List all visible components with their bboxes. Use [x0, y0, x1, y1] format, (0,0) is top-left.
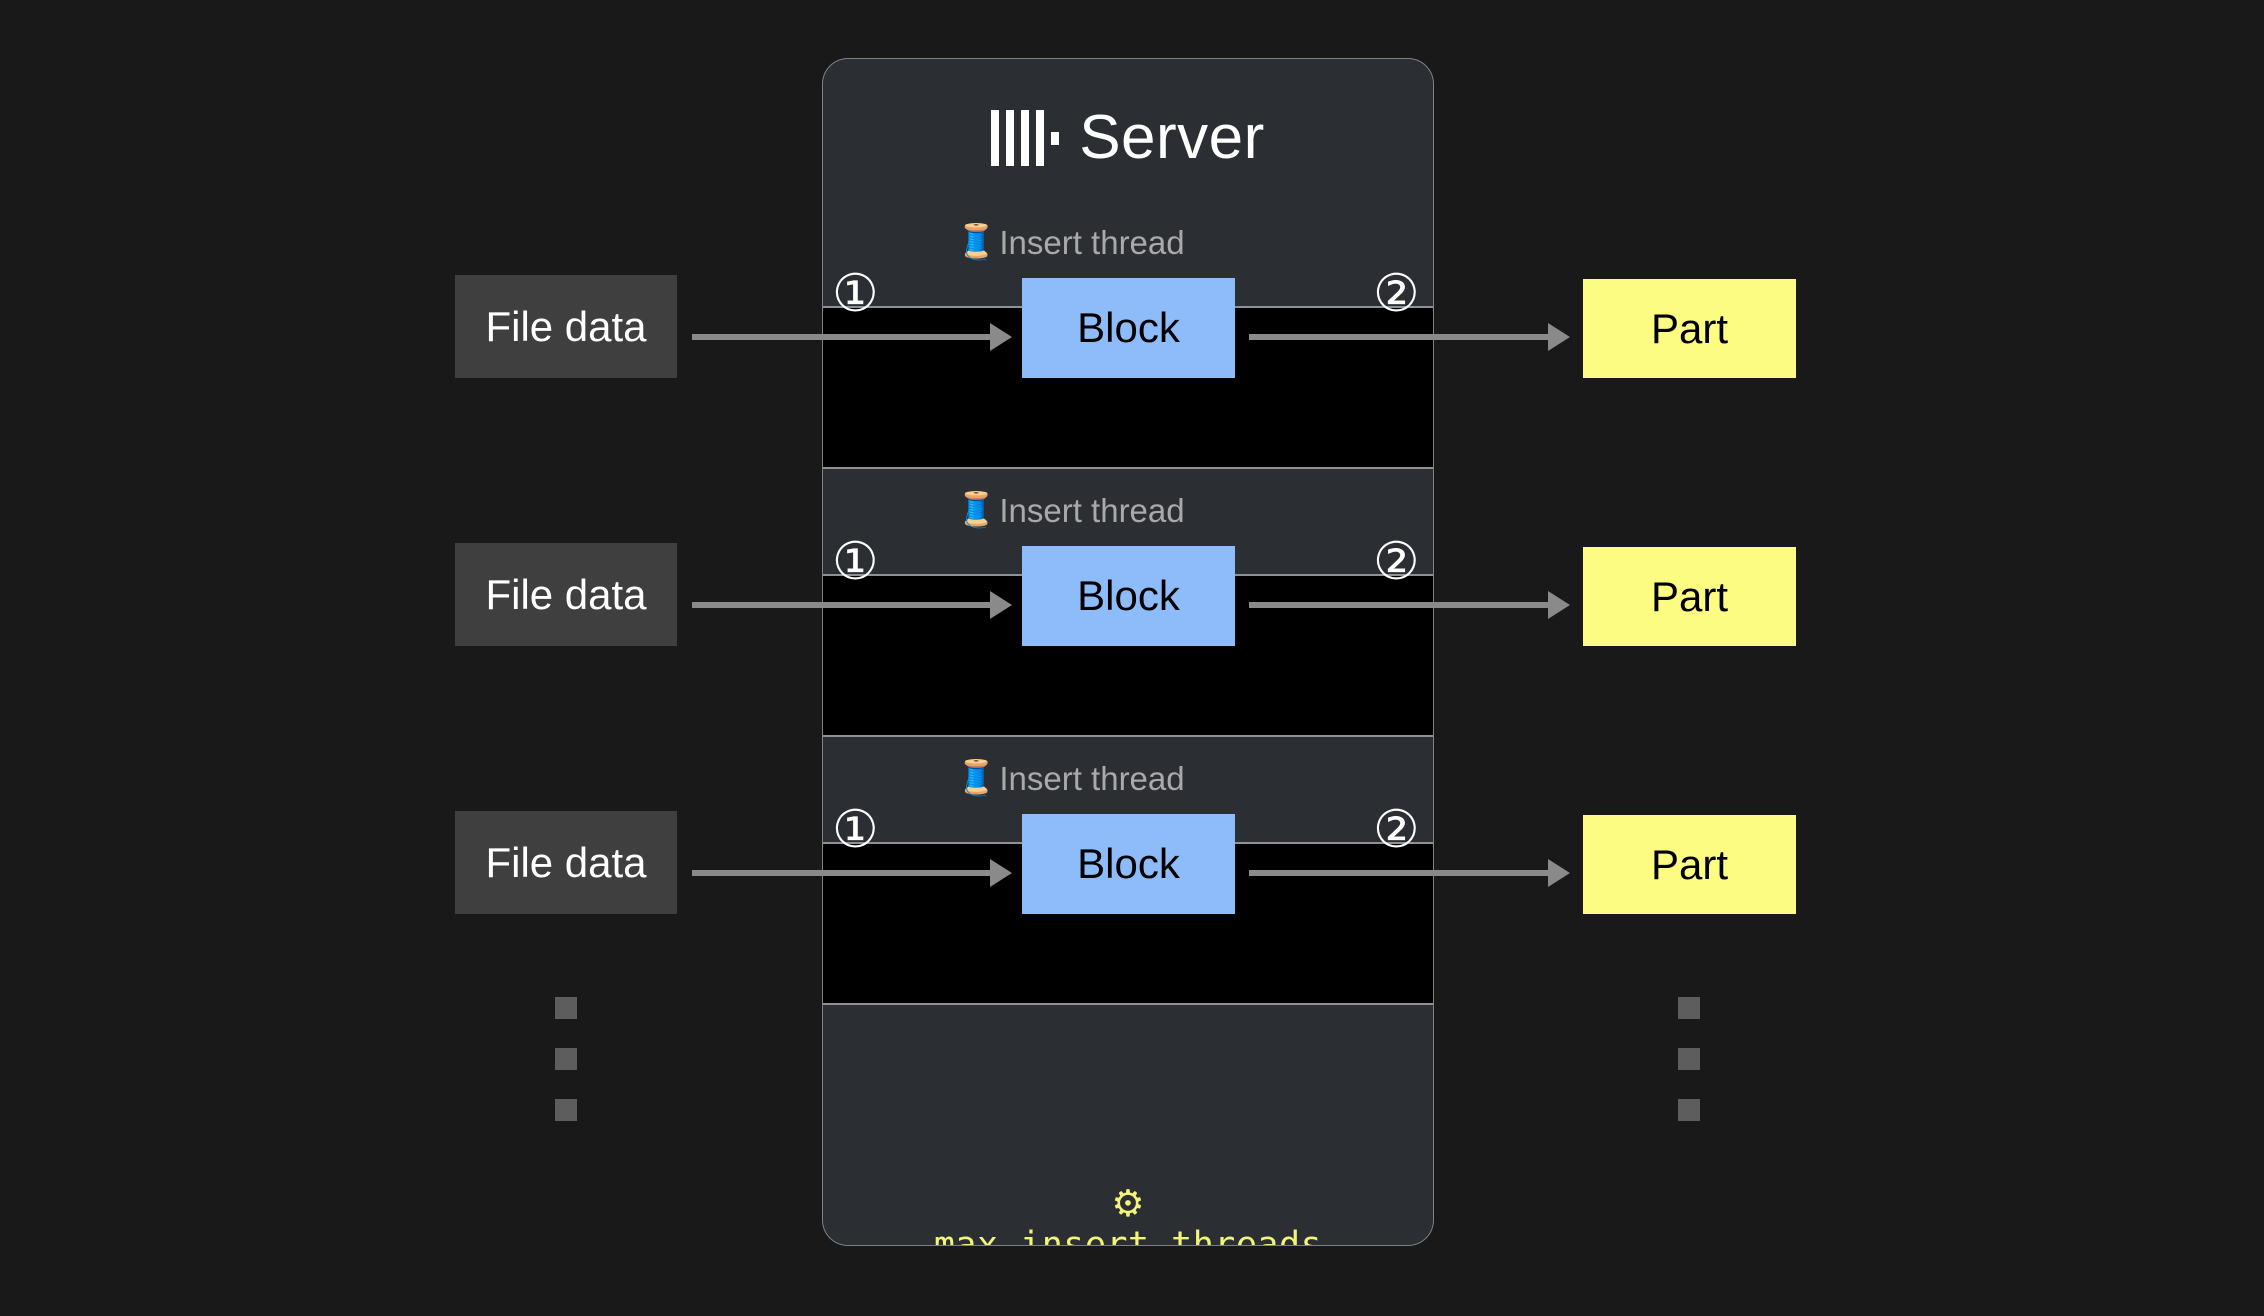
ellipsis-dot [1678, 1099, 1700, 1121]
block-box: Block [1022, 278, 1235, 378]
step-number-out: ② [1373, 533, 1420, 591]
step-number-in: ① [832, 265, 879, 323]
server-header: Server [823, 59, 1433, 217]
arrow-block-to-part [1249, 591, 1570, 619]
step-number-out: ② [1373, 801, 1420, 859]
arrow-file-to-block [692, 591, 1012, 619]
ellipsis-dot [555, 997, 577, 1019]
ellipsis-dot [1678, 1048, 1700, 1070]
arrow-block-to-part [1249, 323, 1570, 351]
thread-label-text: Insert thread [999, 759, 1185, 797]
ellipsis-dots-right [1678, 997, 1700, 1121]
block-box: Block [1022, 546, 1235, 646]
thread-spool-icon: 🧵 [955, 491, 998, 529]
thread-label-text: Insert thread [999, 223, 1185, 261]
thread-label: 🧵 Insert thread [955, 761, 1185, 795]
part-box: Part [1583, 815, 1796, 914]
arrow-file-to-block [692, 323, 1012, 351]
part-box: Part [1583, 547, 1796, 646]
thread-label-text: Insert thread [999, 491, 1185, 529]
ellipsis-dot [555, 1048, 577, 1070]
ellipsis-dot [1678, 997, 1700, 1019]
clickhouse-logo-icon [991, 110, 1060, 166]
setting-block: ⚙ max_insert_threads [823, 1183, 1433, 1246]
arrow-block-to-part [1249, 859, 1570, 887]
server-title: Server [1079, 103, 1265, 172]
step-number-in: ① [832, 533, 879, 591]
thread-spool-icon: 🧵 [955, 759, 998, 797]
ellipsis-dots-left [555, 997, 577, 1121]
file-data-box: File data [455, 811, 677, 914]
step-number-in: ① [832, 801, 879, 859]
thread-spool-icon: 🧵 [955, 223, 998, 261]
part-box: Part [1583, 279, 1796, 378]
file-data-box: File data [455, 543, 677, 646]
file-data-box: File data [455, 275, 677, 378]
thread-label: 🧵 Insert thread [955, 225, 1185, 259]
arrow-file-to-block [692, 859, 1012, 887]
ellipsis-dot [555, 1099, 577, 1121]
setting-name: max_insert_threads [933, 1225, 1323, 1246]
block-box: Block [1022, 814, 1235, 914]
step-number-out: ② [1373, 265, 1420, 323]
gear-icon: ⚙ [1111, 1183, 1145, 1224]
thread-label: 🧵 Insert thread [955, 493, 1185, 527]
